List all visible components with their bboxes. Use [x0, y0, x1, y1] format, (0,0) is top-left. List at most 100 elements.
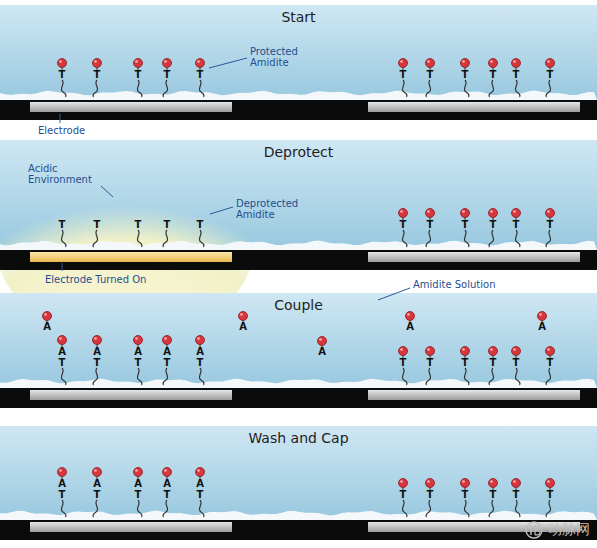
protecting-group	[426, 479, 435, 488]
base-letter: T	[547, 358, 554, 368]
step-title: Start	[0, 5, 597, 25]
linker	[93, 80, 98, 97]
base-letter: A	[196, 479, 204, 489]
linker	[199, 500, 204, 517]
protecting-group	[163, 468, 172, 477]
highlight	[547, 210, 550, 213]
base-letter: T	[462, 70, 469, 80]
protecting-group	[399, 479, 408, 488]
linker	[61, 500, 66, 517]
linker	[163, 230, 168, 247]
surface-strip	[0, 241, 597, 250]
highlight	[135, 337, 138, 340]
highlight	[319, 338, 322, 341]
base-letter: T	[513, 490, 520, 500]
highlight	[427, 60, 430, 63]
highlight	[539, 313, 542, 316]
linker	[546, 80, 551, 97]
highlight	[135, 469, 138, 472]
highlight	[94, 60, 97, 63]
highlight	[197, 60, 200, 63]
protecting-group	[512, 59, 521, 68]
base-letter: T	[94, 220, 101, 230]
highlight	[135, 60, 138, 63]
linker	[402, 500, 407, 517]
callout-label: Deprotected Amidite	[236, 198, 314, 220]
linker	[489, 230, 494, 247]
base-letter: A	[58, 347, 66, 357]
step-panel: Start	[0, 5, 597, 100]
substrate-bar	[0, 250, 597, 270]
base-letter: T	[94, 490, 101, 500]
linker	[163, 80, 168, 97]
highlight	[164, 469, 167, 472]
linker	[515, 230, 520, 247]
highlight	[94, 469, 97, 472]
protecting-group	[461, 59, 470, 68]
base-letter: T	[427, 358, 434, 368]
protecting-group	[134, 468, 143, 477]
highlight	[94, 337, 97, 340]
base-letter: T	[427, 70, 434, 80]
protecting-group	[538, 312, 547, 321]
step-panel: Wash and Cap	[0, 426, 597, 520]
linker	[464, 80, 469, 97]
linker	[137, 230, 142, 247]
callout-label: Electrode Turned On	[45, 274, 146, 285]
highlight	[513, 60, 516, 63]
linker	[546, 368, 551, 385]
base-letter: T	[513, 70, 520, 80]
linker	[546, 230, 551, 247]
leader-line	[210, 207, 233, 214]
highlight	[547, 348, 550, 351]
highlight	[490, 348, 493, 351]
base-letter: T	[400, 70, 407, 80]
linker	[93, 500, 98, 517]
base-letter: T	[197, 490, 204, 500]
highlight	[164, 60, 167, 63]
highlight	[462, 210, 465, 213]
linker	[515, 80, 520, 97]
base-letter: A	[58, 479, 66, 489]
substrate-bar	[0, 520, 597, 540]
linker	[464, 500, 469, 517]
electrode	[30, 102, 232, 112]
protecting-group	[163, 59, 172, 68]
surface-strip	[0, 91, 597, 100]
base-letter: A	[538, 322, 546, 332]
leader-line	[209, 58, 247, 68]
highlight	[427, 210, 430, 213]
protecting-group	[58, 59, 67, 68]
highlight	[513, 348, 516, 351]
base-letter: T	[427, 490, 434, 500]
protecting-group	[546, 347, 555, 356]
protecting-group	[399, 347, 408, 356]
base-letter: T	[94, 358, 101, 368]
base-letter: T	[490, 490, 497, 500]
linker	[163, 368, 168, 385]
highlight	[400, 348, 403, 351]
linker	[163, 500, 168, 517]
protecting-group	[399, 209, 408, 218]
base-letter: A	[196, 347, 204, 357]
base-letter: T	[513, 358, 520, 368]
base-letter: A	[93, 347, 101, 357]
base-letter: T	[59, 70, 66, 80]
base-letter: A	[239, 322, 247, 332]
linker	[402, 368, 407, 385]
highlight	[490, 60, 493, 63]
base-letter: T	[197, 70, 204, 80]
highlight	[400, 480, 403, 483]
protecting-group	[426, 209, 435, 218]
step-title: Wash and Cap	[0, 426, 597, 446]
base-letter: T	[197, 358, 204, 368]
callout-label: Electrode	[38, 125, 85, 136]
linker	[464, 230, 469, 247]
watermark: 动脉网	[548, 521, 590, 539]
protecting-group	[58, 336, 67, 345]
highlight	[400, 60, 403, 63]
highlight	[490, 480, 493, 483]
base-letter: T	[427, 220, 434, 230]
step-panel: Deprotect	[0, 140, 597, 250]
